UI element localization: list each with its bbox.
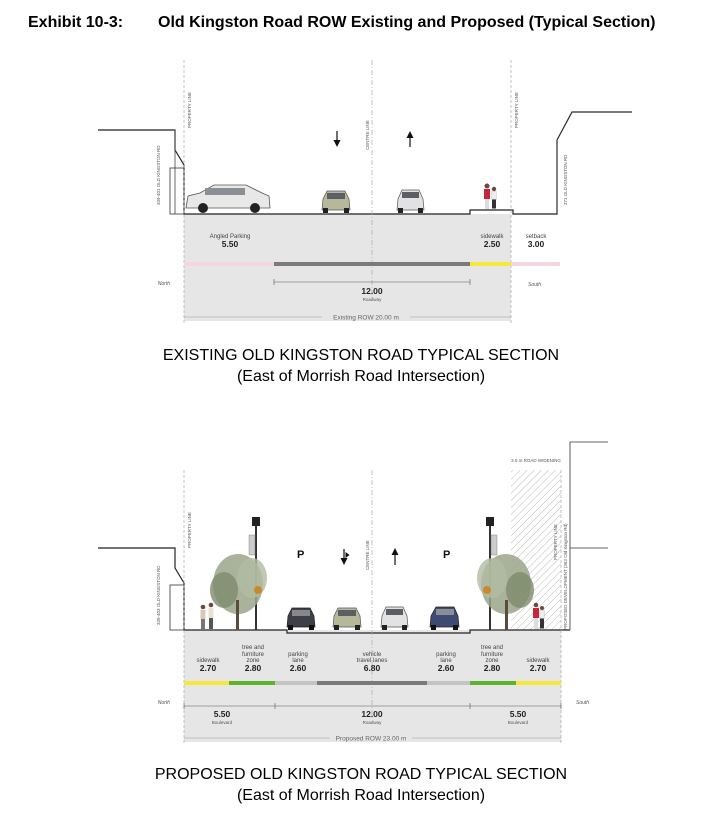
proposed-tree-left-value: 2.80 <box>245 663 262 673</box>
proposed-tree-left-label-3: zone <box>246 658 260 664</box>
existing-car-rear-icon <box>396 189 425 213</box>
proposed-road-widening-label: 3.0 m ROAD WIDENING <box>511 458 561 463</box>
existing-bar-sidewalk <box>470 262 511 266</box>
proposed-sidewalk-left-label: sidewalk <box>196 658 220 664</box>
proposed-parking-right-label-1: parking <box>436 652 456 658</box>
existing-roadway-value: 12.00 <box>361 286 383 296</box>
proposed-bar-tree-right <box>470 681 516 685</box>
proposed-bar-travel <box>317 681 427 685</box>
proposed-boulevard-left-value: 5.50 <box>214 709 231 719</box>
proposed-pedestrians-left-icon <box>200 602 214 629</box>
proposed-tree-left-label-2: furniture <box>242 652 265 658</box>
existing-property-line-right-label: PROPERTY LINE <box>514 92 519 128</box>
proposed-section: PROPERTY LINE PROPERTY LINE CENTRE LINE … <box>98 441 608 745</box>
proposed-parking-sign-right: P <box>443 549 450 561</box>
existing-building-left <box>169 167 185 215</box>
proposed-building-right-label: PROPOSED DEVELOPMENT (363 Old Kingston R… <box>563 523 568 630</box>
existing-bar-setback-right <box>511 262 560 266</box>
existing-sidewalk-label: sidewalk <box>480 234 504 240</box>
existing-suv-icon <box>185 184 271 213</box>
proposed-car-parked-left-icon <box>286 607 316 630</box>
existing-section-title: EXISTING OLD KINGSTON ROAD TYPICAL SECTI… <box>162 347 560 364</box>
existing-angled-parking-label: Angled Parking <box>210 234 251 240</box>
existing-pedestrians-icon <box>484 183 497 209</box>
proposed-tree-right-label-3: zone <box>485 658 499 664</box>
proposed-section-title: PROPOSED OLD KINGSTON ROAD TYPICAL SECTI… <box>154 766 568 783</box>
proposed-centre-line-label: CENTRE LINE <box>365 540 370 570</box>
proposed-tree-left-icon <box>210 554 267 630</box>
existing-bar-travel <box>274 262 470 266</box>
existing-section-subtitle: (East of Morrish Road Intersection) <box>236 368 486 385</box>
proposed-arrow-up-icon <box>391 548 399 565</box>
existing-south-label: South <box>528 282 541 288</box>
existing-car-front-icon <box>321 190 351 213</box>
proposed-boulevard-left-label: Boulevard <box>212 720 233 725</box>
proposed-grade-line <box>98 547 570 634</box>
proposed-travel-label-2: travel lanes <box>357 658 388 664</box>
exhibit-title: Old Kingston Road ROW Existing and Propo… <box>158 14 656 31</box>
proposed-boulevard-right-label: Boulevard <box>508 720 529 725</box>
proposed-building-left-label: 339-403 OLD KINGSTON RD <box>156 565 161 625</box>
existing-arrow-down-icon <box>333 131 341 147</box>
existing-property-line-left-label: PROPERTY LINE <box>187 92 192 128</box>
proposed-bar-parking-right <box>427 681 470 685</box>
proposed-bar-sidewalk-left <box>184 681 229 685</box>
proposed-parking-left-value: 2.60 <box>290 663 307 673</box>
proposed-car-parked-right-icon <box>429 606 460 630</box>
existing-setback-label: setback <box>526 234 548 240</box>
proposed-south-label: South <box>576 700 589 706</box>
proposed-row-label: Proposed ROW 23.00 m <box>336 736 407 743</box>
existing-angled-parking-value: 5.50 <box>222 239 239 249</box>
existing-ground-panel <box>184 214 511 321</box>
existing-bar-setback-left <box>184 262 274 266</box>
proposed-bar-sidewalk-right <box>516 681 561 685</box>
existing-building-right-label: 371 OLD KINGSTON RD <box>563 154 568 205</box>
existing-building-left-label: 339-401 OLD KINGSTON RD <box>156 145 161 205</box>
proposed-boulevard-right-value: 5.50 <box>510 709 527 719</box>
proposed-pedestrians-right-icon <box>533 602 545 629</box>
proposed-section-subtitle: (East of Morrish Road Intersection) <box>236 787 486 804</box>
existing-row-label: Existing ROW 20.00 m <box>333 315 399 322</box>
existing-roadway-label: Roadway <box>363 297 383 302</box>
existing-setback-value: 3.00 <box>528 239 545 249</box>
proposed-tree-left-label-1: tree and <box>242 645 264 651</box>
proposed-travel-label-1: vehicle <box>363 652 382 658</box>
proposed-parking-sign-left: P <box>297 549 304 561</box>
proposed-tree-right-icon <box>477 554 534 630</box>
existing-arrow-up-icon <box>406 131 414 147</box>
proposed-ground-panel <box>184 630 561 742</box>
existing-centre-line-label: CENTRE LINE <box>365 120 370 150</box>
exhibit-number: Exhibit 10-3: <box>28 14 124 31</box>
proposed-property-line-left-label: PROPERTY LINE <box>187 512 192 548</box>
proposed-bar-tree-left <box>229 681 275 685</box>
proposed-sidewalk-right-value: 2.70 <box>530 663 547 673</box>
existing-sidewalk-value: 2.50 <box>484 239 501 249</box>
proposed-north-label: North <box>158 700 170 706</box>
proposed-roadway-value: 12.00 <box>361 709 383 719</box>
proposed-tree-right-label-1: tree and <box>481 645 503 651</box>
proposed-roadway-label: Roadway <box>363 720 383 725</box>
proposed-bar-parking-left <box>275 681 317 685</box>
proposed-sidewalk-right-label: sidewalk <box>526 658 550 664</box>
proposed-tree-right-value: 2.80 <box>484 663 501 673</box>
proposed-parking-right-value: 2.60 <box>438 663 455 673</box>
proposed-car-travel-down-icon <box>332 607 362 630</box>
proposed-car-travel-up-icon <box>380 606 409 630</box>
proposed-parking-left-label-2: lane <box>292 658 304 664</box>
proposed-building-right <box>569 441 608 630</box>
proposed-parking-right-label-2: lane <box>440 658 452 664</box>
proposed-parking-left-label-1: parking <box>288 652 308 658</box>
existing-north-label: North <box>158 281 170 287</box>
proposed-tree-right-label-2: furniture <box>481 652 504 658</box>
proposed-sidewalk-left-value: 2.70 <box>200 663 217 673</box>
proposed-building-left <box>169 584 185 631</box>
proposed-arrow-down-icon <box>340 549 350 565</box>
proposed-travel-value: 6.80 <box>364 663 381 673</box>
existing-building-right <box>556 111 632 214</box>
existing-section: PROPERTY LINE PROPERTY LINE CENTRE LINE … <box>98 60 632 325</box>
proposed-property-line-right-label: PROPERTY LINE <box>553 524 558 560</box>
